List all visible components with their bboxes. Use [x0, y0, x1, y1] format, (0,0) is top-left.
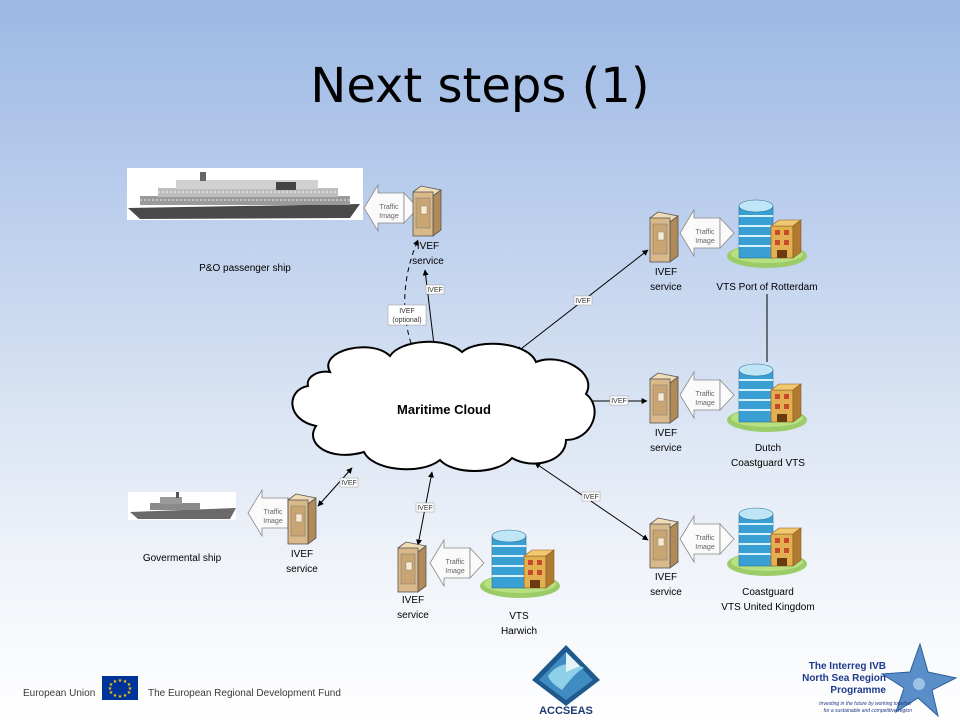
maritime-cloud: Maritime Cloud [291, 340, 596, 472]
building-icon [726, 507, 808, 577]
svg-text:★: ★ [128, 686, 133, 692]
building-icon [726, 199, 808, 269]
svg-text:★: ★ [113, 693, 118, 699]
svg-text:★: ★ [109, 682, 114, 688]
erdf-label: The European Regional Development Fund [148, 688, 341, 699]
traffic-image-harwich-line2: Image [445, 568, 465, 575]
passenger-ship-icon [128, 172, 360, 219]
interreg-line3: Programme [830, 685, 886, 696]
svg-text:★: ★ [118, 694, 123, 700]
ivef-label-harwich: IVEF [417, 505, 433, 512]
ivef-label-dutch: IVEF [611, 398, 627, 405]
ivef-service-uk-line2: service [650, 587, 682, 598]
govermental-ship: Govermental ship [128, 492, 236, 564]
ivef-service-harwich-line2: service [397, 610, 429, 621]
server-icon [412, 185, 442, 237]
starfish-icon [880, 642, 958, 718]
building-icon [479, 529, 561, 599]
uk-vts-line1: Coastguard [742, 587, 794, 598]
server-icon [649, 211, 679, 263]
ivef-service-dutch-line1: IVEF [655, 428, 677, 439]
ivef-optional-line1: IVEF [399, 308, 415, 315]
svg-text:★: ★ [109, 690, 114, 696]
ivef-label-uk: IVEF [583, 494, 599, 501]
svg-text:★: ★ [113, 679, 118, 685]
ivef-service-gov-line1: IVEF [291, 549, 313, 560]
gov-ship-label: Govermental ship [143, 553, 222, 564]
svg-text:★: ★ [127, 690, 132, 696]
link-po-ship-optional [404, 239, 419, 353]
traffic-image-po-line1: Traffic [379, 204, 399, 211]
svg-text:★: ★ [118, 678, 123, 684]
traffic-image-dutch-line1: Traffic [695, 391, 715, 398]
interreg-tagline2: for a sustainable and competitive region [824, 708, 913, 714]
server-icon [287, 493, 317, 545]
dutch-vts-line2: Coastguard VTS [731, 458, 805, 469]
po-ship-label: P&O passenger ship [199, 263, 291, 274]
interreg-tagline1: Investing in the future by working toget… [819, 701, 912, 707]
ivef-label-po: IVEF [427, 287, 443, 294]
ivef-service-harwich-line1: IVEF [402, 595, 424, 606]
svg-text:★: ★ [127, 682, 132, 688]
ivef-service-rotterdam-line1: IVEF [655, 267, 677, 278]
server-icon [397, 541, 427, 593]
svg-text:★: ★ [123, 693, 128, 699]
ivef-service-gov-line2: service [286, 564, 318, 575]
interreg-line1: The Interreg IVB [809, 661, 886, 672]
uk-vts-line2: VTS United Kingdom [721, 602, 814, 613]
eu-flag-icon: ★ ★ ★ ★ ★ ★ ★ ★ ★ ★ ★ ★ [102, 676, 138, 700]
eu-label: European Union [23, 688, 96, 699]
svg-text:★: ★ [108, 686, 113, 692]
page-title: Next steps (1) [310, 58, 650, 114]
link-labels: IVEF IVEF (optional) IVEF IVEF IVEF IVEF… [339, 284, 629, 513]
traffic-image-gov-line2: Image [263, 518, 283, 525]
link-uk-vts [534, 462, 649, 541]
patrol-ship-icon [130, 492, 236, 519]
traffic-image-rotterdam-line1: Traffic [695, 229, 715, 236]
ivef-service-po-line1: IVEF [417, 241, 439, 252]
interreg-line2: North Sea Region [802, 673, 886, 684]
ivef-service-dutch-line2: service [650, 443, 682, 454]
ivef-optional-line2: (optional) [392, 317, 421, 324]
server-icon [649, 517, 679, 569]
link-gov-ship [317, 467, 353, 507]
vts-harwich-line1: VTS [509, 611, 529, 622]
dutch-vts-line1: Dutch [755, 443, 781, 454]
traffic-image-dutch-line2: Image [695, 400, 715, 407]
traffic-image-po-line2: Image [379, 213, 399, 220]
vts-rotterdam-label: VTS Port of Rotterdam [716, 282, 817, 293]
ivef-service-uk-line1: IVEF [655, 572, 677, 583]
traffic-image-gov-line1: Traffic [263, 509, 283, 516]
ivef-service-rotterdam-line2: service [650, 282, 682, 293]
ivef-label-gov: IVEF [341, 480, 357, 487]
vts-harwich-line2: Harwich [501, 626, 537, 637]
server-icon [649, 372, 679, 424]
accseas-logo: ACCSEAS [532, 645, 600, 717]
ivef-label-rotterdam: IVEF [575, 298, 591, 305]
cloud-label: Maritime Cloud [397, 402, 491, 417]
building-icon [726, 363, 808, 433]
accseas-label: ACCSEAS [539, 705, 593, 717]
svg-text:★: ★ [123, 679, 128, 685]
traffic-image-harwich-line1: Traffic [445, 559, 465, 566]
po-passenger-ship: P&O passenger ship [127, 168, 363, 274]
traffic-image-uk-line1: Traffic [695, 535, 715, 542]
traffic-image-uk-line2: Image [695, 544, 715, 551]
traffic-image-rotterdam-line2: Image [695, 238, 715, 245]
ivef-service-po-line2: service [412, 256, 444, 267]
